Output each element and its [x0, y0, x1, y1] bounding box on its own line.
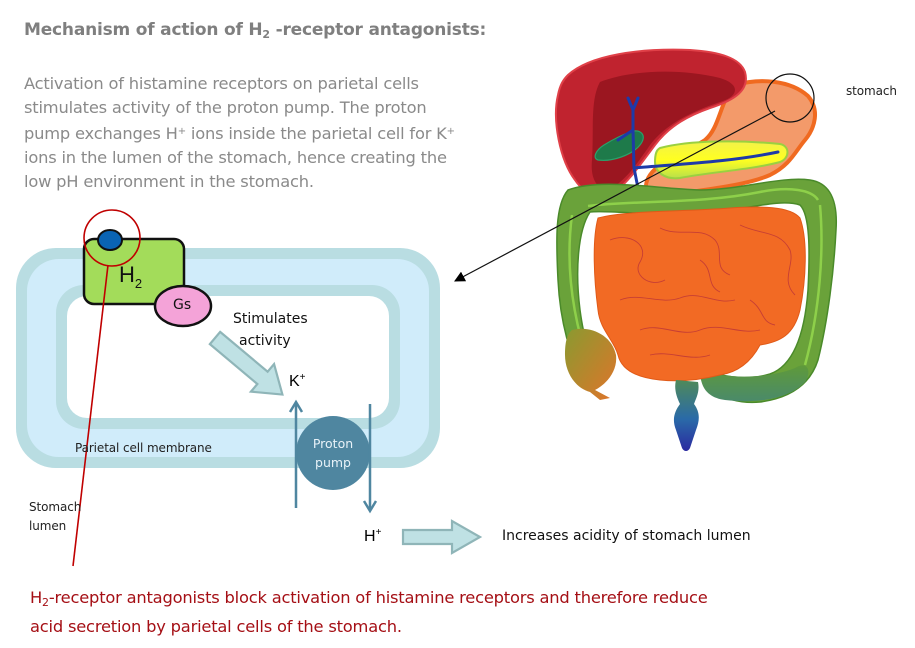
title-subscript: 2: [262, 28, 270, 41]
proton-pump: [296, 416, 370, 490]
conclusion-line-2: acid secretion by parietal cells of the …: [30, 617, 402, 636]
stimulates-arrow: [208, 330, 284, 396]
k-ion-arrowhead: [288, 399, 304, 413]
conclusion-subscript: 2: [42, 596, 49, 609]
intro-line-4: ions in the lumen of the stomach, hence …: [24, 148, 447, 167]
acidity-arrow: [401, 519, 483, 555]
h-ion-symbol: H: [364, 528, 376, 545]
sigmoid-colon: [700, 365, 809, 402]
h2-receptor-label: H2: [119, 262, 142, 291]
h-ion-charge: +: [375, 527, 382, 538]
histamine-molecule: [97, 229, 123, 251]
stimulates-label-line-2: activity: [239, 333, 291, 349]
k-charge: +: [446, 126, 455, 137]
lumen-label-line-1: Stomach: [29, 500, 82, 514]
intro-line-3-a: pump exchanges H: [24, 124, 178, 143]
h-charge: +: [177, 126, 186, 137]
h-ion-label: H+: [364, 527, 381, 546]
stomach-callout-line: [454, 110, 776, 282]
cecum: [565, 328, 617, 400]
receptor-highlight-circle: [83, 209, 141, 267]
k-ion-label: K+: [289, 372, 306, 391]
conclusion-h: H: [30, 588, 43, 607]
colon-highlight: [587, 187, 820, 208]
digestive-system-illustration: [555, 48, 838, 451]
conclusion-line-1-text: -receptor antagonists block activation o…: [48, 588, 708, 607]
k-ion-charge: +: [299, 372, 306, 383]
small-intestine: [593, 206, 806, 382]
stomach-callout-circle: [765, 73, 815, 123]
intro-line-3-b: ions inside the parietal cell for K: [185, 124, 447, 143]
conclusion-line-1: H2-receptor antagonists block activation…: [30, 586, 890, 615]
gs-protein-label: Gs: [173, 297, 192, 313]
conclusion-text: H2-receptor antagonists block activation…: [30, 586, 890, 639]
stomach-callout-label: stomach: [846, 84, 897, 98]
small-intestine-folds: [609, 224, 796, 358]
proton-pump-label-line-2: pump: [315, 455, 351, 470]
proton-pump-label-line-1: Proton: [312, 436, 354, 451]
intro-line-5: low pH environment in the stomach.: [24, 172, 314, 191]
gs-protein: [153, 284, 213, 328]
liver-shadow: [591, 71, 735, 189]
intro-line-3: pump exchanges H+ ions inside the pariet…: [24, 120, 524, 146]
intro-paragraph: Activation of histamine receptors on par…: [24, 72, 524, 194]
k-ion-symbol: K: [289, 373, 300, 390]
bile-duct: [616, 96, 780, 200]
rectum: [673, 380, 699, 451]
intro-line-1: Activation of histamine receptors on par…: [24, 74, 419, 93]
receptor-highlight-line: [72, 264, 109, 567]
stimulates-label-line-1: Stimulates: [233, 311, 308, 327]
page-title: Mechanism of action of H2 -receptor anta…: [24, 20, 486, 41]
h-ion-arrowhead: [362, 500, 378, 514]
h2-receptor: [82, 237, 186, 306]
intro-line-2: stimulates activity of the proton pump. …: [24, 98, 427, 117]
colon-highlight-right: [803, 204, 823, 366]
title-text-suffix: -receptor antagonists:: [269, 20, 487, 40]
proton-pump-label: Proton pump: [300, 434, 366, 472]
lumen-label-line-2: lumen: [29, 519, 67, 533]
membrane-label: Parietal cell membrane: [75, 441, 212, 455]
h2-text: H: [119, 262, 135, 287]
gallbladder: [594, 130, 644, 161]
acidity-result-label: Increases acidity of stomach lumen: [502, 528, 751, 544]
title-text: Mechanism of action of H: [24, 20, 263, 40]
h2-subscript: 2: [134, 276, 143, 291]
